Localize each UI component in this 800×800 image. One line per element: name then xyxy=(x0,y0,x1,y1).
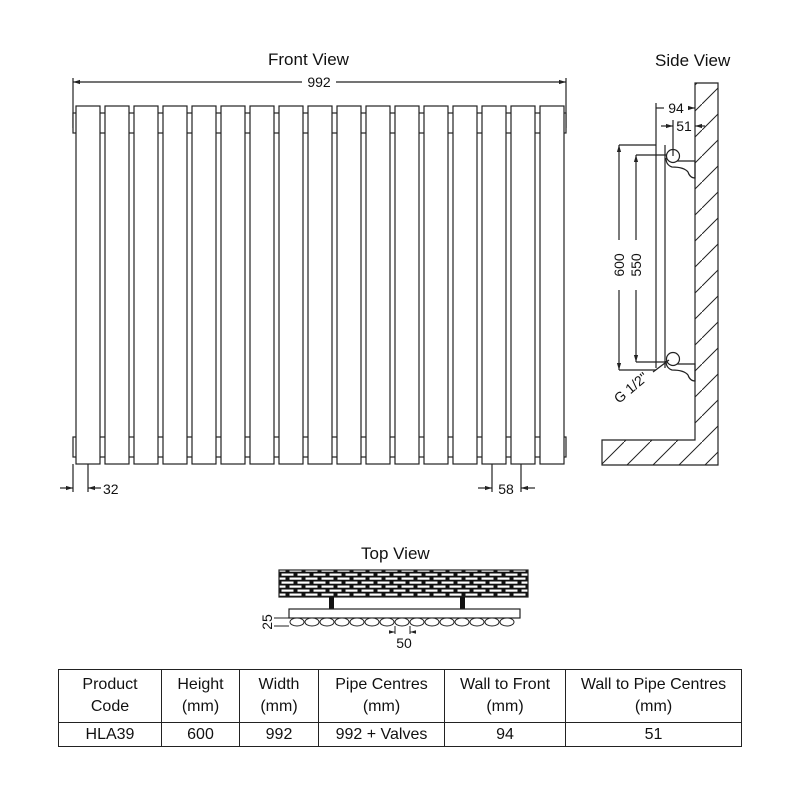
cell-width: 992 xyxy=(239,722,319,747)
front-pitch-dim: 58 xyxy=(498,481,514,497)
header-wall-to-pipe-centres: Wall to Pipe Centres(mm) xyxy=(565,669,742,723)
front-width-dim: 992 xyxy=(307,74,331,90)
cell-wall-to-pipe-centres: 51 xyxy=(565,722,742,747)
top-pitch-dim: 50 xyxy=(396,635,412,651)
table-row: HLA39 600 992 992 + Valves 94 51 xyxy=(58,722,742,747)
cell-wall-to-front: 94 xyxy=(444,722,566,747)
top-view-title: Top View xyxy=(361,544,430,563)
top-view-tubes xyxy=(289,617,515,627)
side-wall-to-pipe-dim: 51 xyxy=(676,118,692,134)
radiator-panels xyxy=(75,105,565,465)
wall-brick xyxy=(278,569,529,598)
header-pipe-centres: Pipe Centres(mm) xyxy=(318,669,445,723)
header-width: Width(mm) xyxy=(239,669,319,723)
wall-section xyxy=(601,82,719,466)
front-edge-dim: 32 xyxy=(103,481,119,497)
side-height-dim: 600 xyxy=(611,253,627,277)
header-wall-to-front: Wall to Front(mm) xyxy=(444,669,566,723)
front-view xyxy=(60,78,567,492)
cell-product-code: HLA39 xyxy=(58,722,162,747)
cell-height: 600 xyxy=(161,722,240,747)
top-view xyxy=(274,569,529,634)
side-view xyxy=(601,82,719,466)
side-wall-to-front-dim: 94 xyxy=(668,100,684,116)
cell-pipe-centres: 992 + Valves xyxy=(318,722,445,747)
side-connection-label: G 1/2" xyxy=(611,369,651,406)
top-depth-dim: 25 xyxy=(259,614,275,630)
header-height: Height(mm) xyxy=(161,669,240,723)
front-view-title: Front View xyxy=(268,50,349,69)
side-pipe-centres-dim: 550 xyxy=(628,253,644,277)
side-view-title: Side View xyxy=(655,51,731,70)
